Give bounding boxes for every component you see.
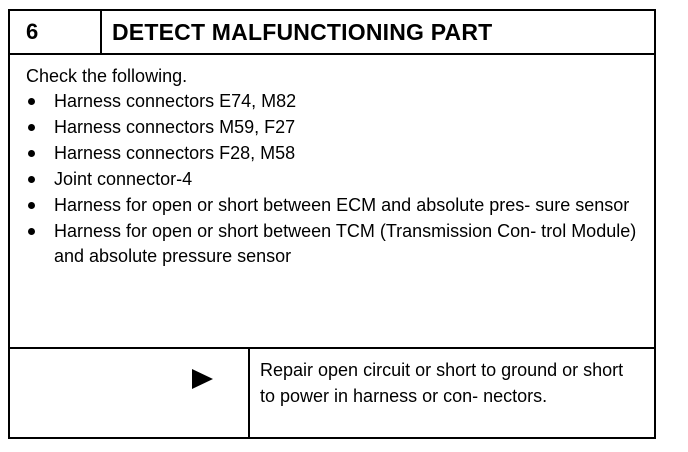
check-item: Harness connectors E74, M82: [26, 89, 638, 114]
result-indicator-cell: [10, 349, 250, 439]
procedure-table: 6 DETECT MALFUNCTIONING PART Check the f…: [8, 9, 656, 439]
bullet-icon: [28, 98, 35, 105]
step-number: 6: [10, 11, 102, 53]
check-intro: Check the following.: [26, 66, 188, 86]
step-title: DETECT MALFUNCTIONING PART: [112, 19, 493, 45]
check-item: Joint connector-4: [26, 167, 638, 192]
check-item-text: Harness connectors E74, M82: [54, 91, 297, 111]
check-item-text: Harness for open or short between ECM an…: [54, 195, 630, 215]
check-item-text: Harness connectors M59, F27: [54, 117, 296, 137]
check-item-text: Joint connector-4: [54, 169, 193, 189]
result-row: Repair open circuit or short to ground o…: [10, 347, 654, 439]
right-arrow-icon: [192, 369, 213, 389]
bullet-icon: [28, 176, 35, 183]
result-action: Repair open circuit or short to ground o…: [260, 360, 624, 406]
check-item-text: Harness connectors F28, M58: [54, 143, 296, 163]
check-section: Check the following. Harness connectors …: [10, 55, 654, 349]
check-list: Harness connectors E74, M82 Harness conn…: [26, 89, 638, 270]
check-item: Harness connectors F28, M58: [26, 141, 638, 166]
check-item-text: Harness for open or short between TCM (T…: [54, 221, 637, 266]
bullet-icon: [28, 202, 35, 209]
check-item: Harness connectors M59, F27: [26, 115, 638, 140]
check-item: Harness for open or short between TCM (T…: [26, 219, 638, 269]
bullet-icon: [28, 124, 35, 131]
bullet-icon: [28, 150, 35, 157]
check-item: Harness for open or short between ECM an…: [26, 193, 638, 218]
bullet-icon: [28, 228, 35, 235]
step-header: 6 DETECT MALFUNCTIONING PART: [10, 11, 654, 55]
